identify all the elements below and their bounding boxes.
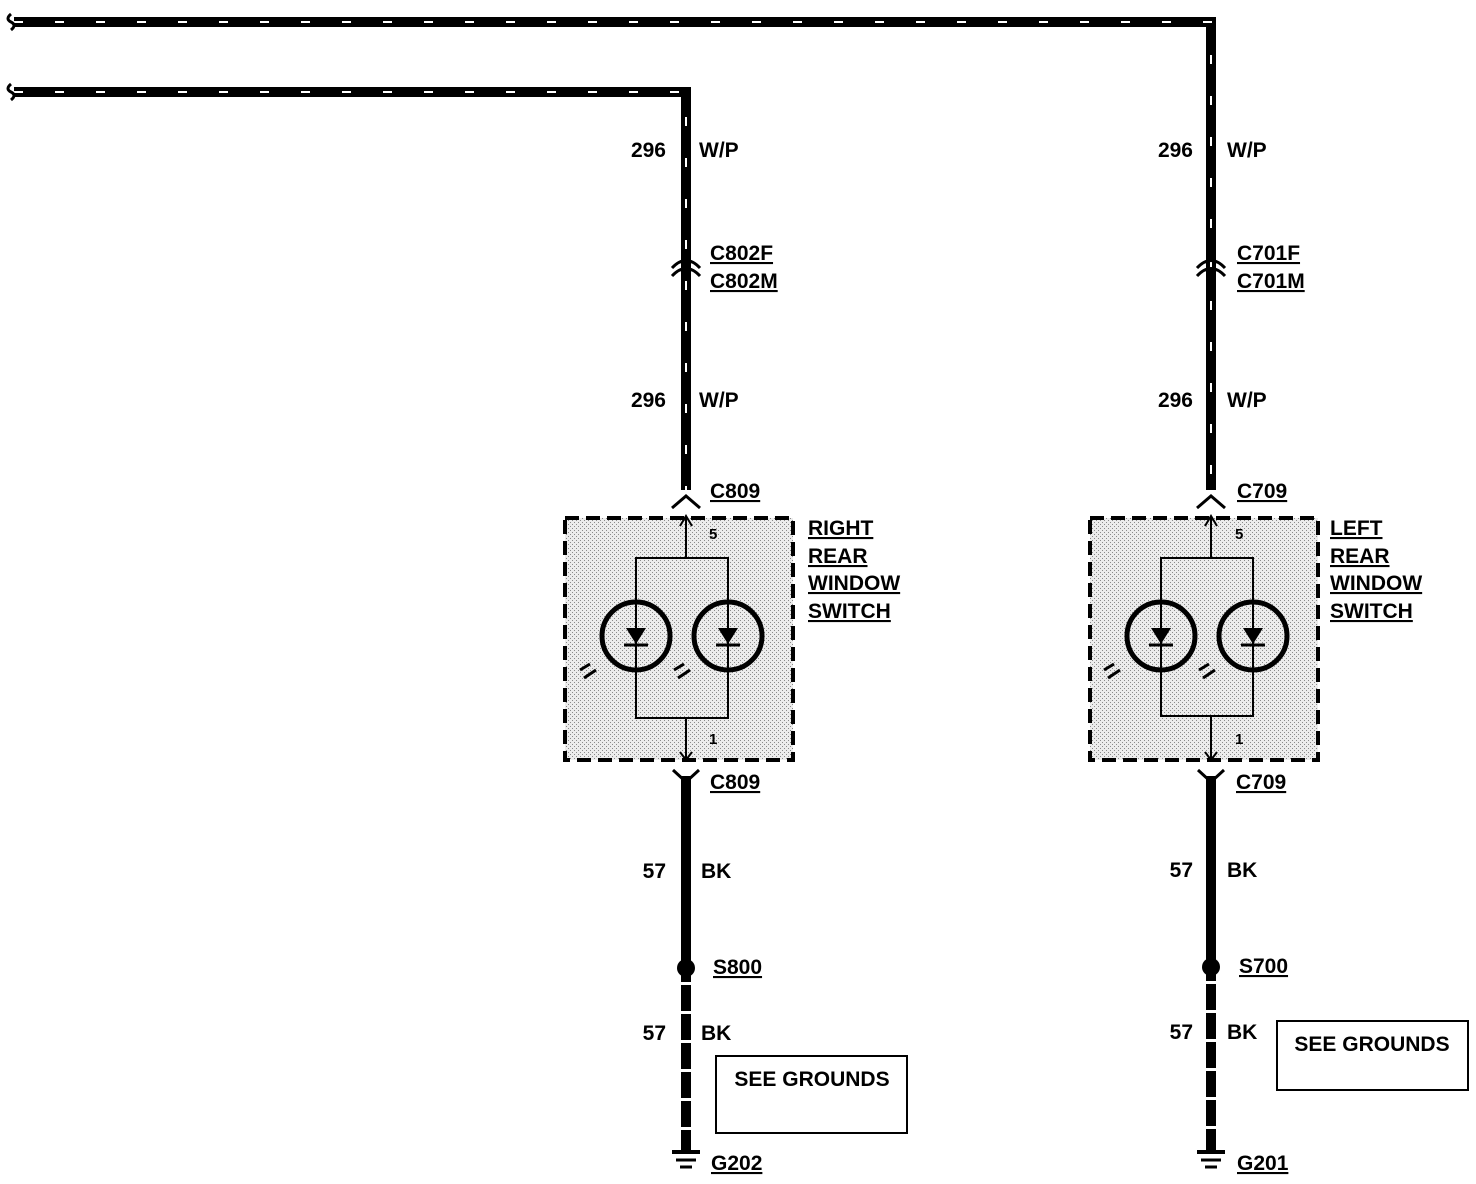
switch-name-line: REAR (808, 545, 868, 568)
ground-label: G201 (1237, 1152, 1289, 1175)
right-rear-window-circuit: 296 W/P C802F C802M 296 W/P C809 5 1 (563, 139, 908, 1175)
wire-color: BK (701, 860, 731, 883)
connector-female-label: C701F (1237, 242, 1300, 265)
switch-name-label: RIGHT REAR WINDOW SWITCH (808, 517, 900, 623)
ground-symbol-icon (1197, 1150, 1225, 1169)
wire-circuit-number: 57 (643, 1022, 666, 1045)
led-icon (691, 599, 765, 673)
pin-number: 5 (709, 526, 717, 543)
feed-wire-left (6, 12, 1216, 490)
switch-housing (1088, 516, 1320, 762)
switch-name-line: SWITCH (1330, 600, 1413, 623)
ground-symbol-icon (672, 1150, 700, 1169)
pin-number: 1 (709, 731, 717, 748)
connector-male-label: C802M (710, 270, 778, 293)
ground-label: G202 (711, 1152, 762, 1175)
switch-connector-bottom-label: C809 (710, 771, 760, 794)
splice-label: S700 (1239, 955, 1288, 978)
wire-circuit-number: 296 (631, 389, 666, 412)
inline-connector-symbol (670, 259, 702, 278)
wire-color: BK (1227, 1021, 1257, 1044)
feed-wire-right (6, 82, 691, 490)
left-rear-window-switch: 5 1 (1088, 514, 1320, 762)
wire-circuit-number: 296 (631, 139, 666, 162)
connector-pin-symbol (1196, 494, 1226, 510)
see-grounds-box[interactable] (715, 1055, 908, 1134)
wire-circuit-number: 57 (1170, 1021, 1193, 1044)
connector-pin-symbol (671, 494, 701, 510)
wire-color: BK (701, 1022, 731, 1045)
switch-name-line: REAR (1330, 545, 1390, 568)
switch-connector-bottom-label: C709 (1236, 771, 1286, 794)
left-rear-window-circuit: 296 W/P C701F C701M 296 W/P C709 5 1 (1088, 139, 1469, 1175)
wire-color: BK (1227, 859, 1257, 882)
wire-circuit-number: 296 (1158, 139, 1193, 162)
inline-connector-symbol (1195, 259, 1227, 278)
wire-color: W/P (1227, 389, 1267, 412)
see-grounds-label: SEE GROUNDS (1294, 1033, 1449, 1056)
led-icon (1124, 599, 1198, 673)
switch-name-line: RIGHT (808, 517, 874, 540)
wire-color: W/P (1227, 139, 1267, 162)
wire-circuit-number: 296 (1158, 389, 1193, 412)
wire-color: W/P (699, 389, 739, 412)
light-emission-icon (579, 662, 691, 680)
switch-connector-top-label: C709 (1237, 480, 1287, 503)
wire-color: W/P (699, 139, 739, 162)
led-icon (599, 599, 673, 673)
pin-number: 5 (1235, 526, 1243, 543)
switch-name-line: SWITCH (808, 600, 891, 623)
wire-circuit-number: 57 (643, 860, 666, 883)
see-grounds-label: SEE GROUNDS (734, 1068, 889, 1091)
light-emission-icon (1103, 662, 1216, 680)
switch-name-line: WINDOW (1330, 572, 1422, 595)
splice-label: S800 (713, 956, 762, 979)
wire-break-symbol (6, 82, 16, 102)
switch-connector-top-label: C809 (710, 480, 760, 503)
switch-name-line: LEFT (1330, 517, 1383, 540)
pin-number: 1 (1235, 731, 1243, 748)
connector-female-label: C802F (710, 242, 773, 265)
right-rear-window-switch: 5 1 (563, 514, 795, 762)
switch-name-label: LEFT REAR WINDOW SWITCH (1330, 517, 1422, 623)
connector-male-label: C701M (1237, 270, 1305, 293)
switch-housing (563, 516, 795, 762)
wire-break-symbol (6, 12, 16, 32)
see-grounds-box[interactable] (1276, 1020, 1469, 1091)
switch-name-line: WINDOW (808, 572, 900, 595)
led-icon (1216, 599, 1290, 673)
wire-circuit-number: 57 (1170, 859, 1193, 882)
